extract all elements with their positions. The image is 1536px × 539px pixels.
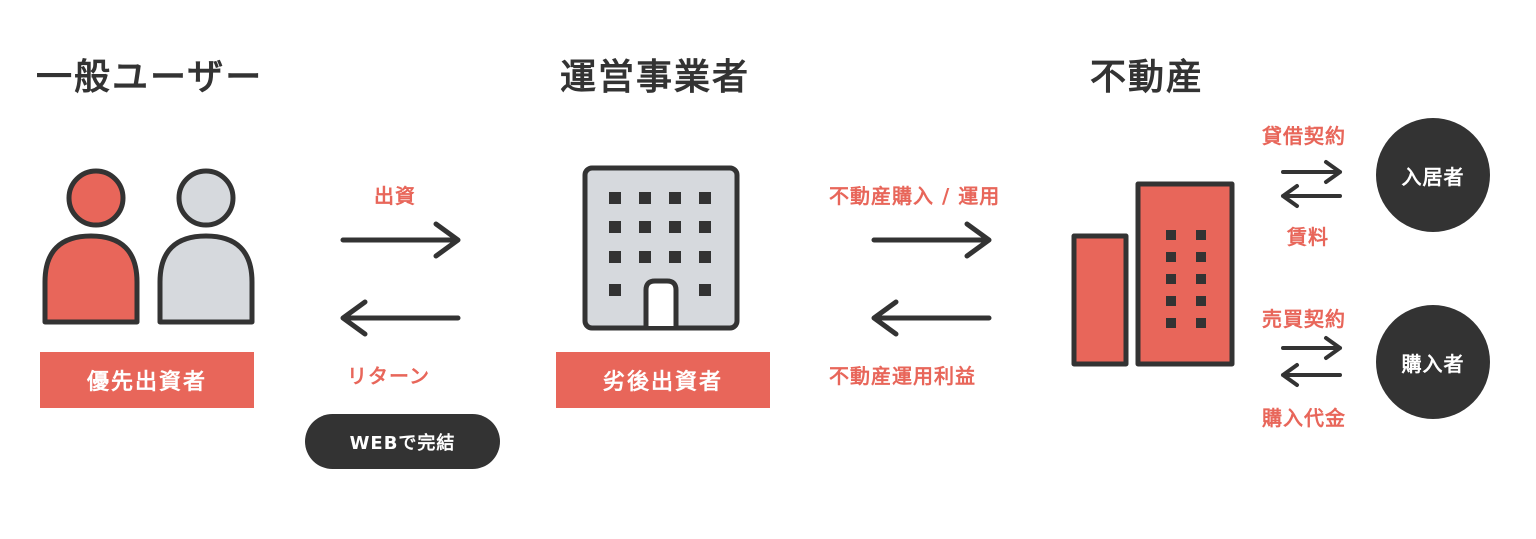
flow-rent-label: 賃料 (1287, 225, 1329, 249)
senior-investor-label: 優先出資者 (40, 352, 254, 408)
flow-operation-profit-label: 不動産運用利益 (829, 364, 976, 388)
heading-general-user: 一般ユーザー (36, 57, 264, 98)
junior-investor-label: 劣後出資者 (556, 352, 770, 408)
flow-investment-label: 出資 (374, 184, 416, 208)
buyer-circle: 購入者 (1376, 305, 1490, 419)
heading-real-estate: 不動産 (1090, 57, 1205, 98)
heading-operator: 運営事業者 (560, 57, 751, 98)
flow-purchase-operation-label: 不動産購入 / 運用 (829, 184, 1001, 208)
web-complete-badge: WEBで完結 (305, 414, 500, 469)
senior-investor-body (42, 233, 140, 325)
flow-return-label: リターン (347, 364, 430, 388)
tenant-circle: 入居者 (1376, 118, 1490, 232)
senior-investor-head (66, 168, 126, 228)
flow-sale-contract-label: 売買契約 (1262, 307, 1346, 331)
flow-purchase-price-label: 購入代金 (1262, 406, 1346, 430)
junior-investor-body (157, 233, 255, 325)
flow-lease-contract-label: 貸借契約 (1262, 124, 1346, 148)
junior-investor-head (176, 168, 236, 228)
